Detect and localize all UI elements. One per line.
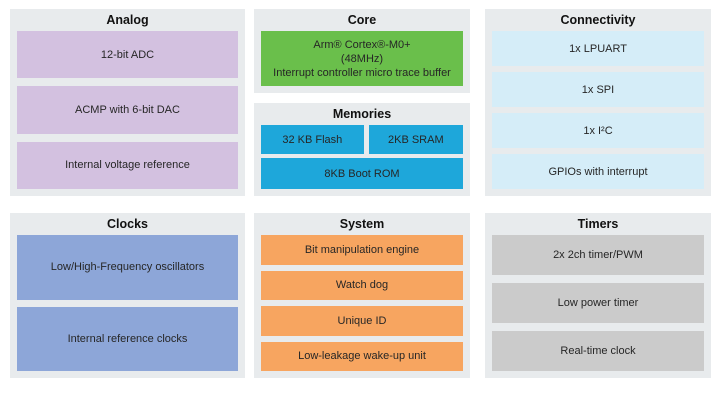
analog-block-acmp-dac: ACMP with 6-bit DAC bbox=[17, 86, 238, 134]
core-frequency-line: (48MHz) bbox=[340, 52, 384, 65]
timers-title: Timers bbox=[577, 217, 619, 231]
connectivity-blocks: 1x LPUART 1x SPI 1x I²C GPIOs with inter… bbox=[492, 31, 704, 189]
timers-block-low-power-timer: Low power timer bbox=[492, 283, 704, 323]
connectivity-block-lpuart: 1x LPUART bbox=[492, 31, 704, 66]
analog-panel: Analog 12-bit ADC ACMP with 6-bit DAC In… bbox=[10, 9, 245, 196]
connectivity-panel: Connectivity 1x LPUART 1x SPI 1x I²C GPI… bbox=[485, 9, 711, 196]
core-blocks: Arm® Cortex®-M0+ (48MHz) Interrupt contr… bbox=[261, 31, 463, 86]
connectivity-block-spi: 1x SPI bbox=[492, 72, 704, 107]
memories-title: Memories bbox=[332, 107, 392, 121]
clocks-block-oscillators: Low/High-Frequency oscillators bbox=[17, 235, 238, 300]
memories-row: 32 KB Flash 2KB SRAM bbox=[261, 125, 463, 155]
analog-title: Analog bbox=[106, 13, 149, 27]
memories-panel: Memories 32 KB Flash 2KB SRAM 8KB Boot R… bbox=[254, 103, 470, 196]
core-title: Core bbox=[347, 13, 377, 27]
system-title: System bbox=[339, 217, 385, 231]
memories-blocks: 32 KB Flash 2KB SRAM 8KB Boot ROM bbox=[261, 125, 463, 189]
core-block-cortex-m0plus: Arm® Cortex®-M0+ (48MHz) Interrupt contr… bbox=[261, 31, 463, 86]
system-block-bit-manipulation: Bit manipulation engine bbox=[261, 235, 463, 265]
memories-block-flash: 32 KB Flash bbox=[261, 125, 364, 155]
core-cpu-line: Arm® Cortex®-M0+ bbox=[313, 38, 411, 51]
system-block-watchdog: Watch dog bbox=[261, 270, 463, 300]
timers-block-timer-pwm: 2x 2ch timer/PWM bbox=[492, 235, 704, 275]
connectivity-block-i2c: 1x I²C bbox=[492, 113, 704, 148]
memories-block-sram: 2KB SRAM bbox=[368, 125, 463, 155]
timers-block-rtc: Real-time clock bbox=[492, 331, 704, 371]
analog-block-adc: 12-bit ADC bbox=[17, 31, 238, 79]
core-panel: Core Arm® Cortex®-M0+ (48MHz) Interrupt … bbox=[254, 9, 470, 93]
timers-blocks: 2x 2ch timer/PWM Low power timer Real-ti… bbox=[492, 235, 704, 371]
system-blocks: Bit manipulation engine Watch dog Unique… bbox=[261, 235, 463, 371]
connectivity-block-gpio: GPIOs with interrupt bbox=[492, 154, 704, 189]
clocks-block-reference-clocks: Internal reference clocks bbox=[17, 306, 238, 371]
timers-panel: Timers 2x 2ch timer/PWM Low power timer … bbox=[485, 213, 711, 378]
system-panel: System Bit manipulation engine Watch dog… bbox=[254, 213, 470, 378]
connectivity-title: Connectivity bbox=[560, 13, 636, 27]
core-features-line: Interrupt controller micro trace buffer bbox=[273, 66, 451, 79]
clocks-blocks: Low/High-Frequency oscillators Internal … bbox=[17, 235, 238, 371]
clocks-panel: Clocks Low/High-Frequency oscillators In… bbox=[10, 213, 245, 378]
analog-blocks: 12-bit ADC ACMP with 6-bit DAC Internal … bbox=[17, 31, 238, 189]
memories-block-boot-rom: 8KB Boot ROM bbox=[261, 158, 463, 189]
system-block-wakeup-unit: Low-leakage wake-up unit bbox=[261, 341, 463, 371]
system-block-unique-id: Unique ID bbox=[261, 306, 463, 336]
analog-block-voltage-reference: Internal voltage reference bbox=[17, 141, 238, 189]
clocks-title: Clocks bbox=[107, 217, 148, 231]
